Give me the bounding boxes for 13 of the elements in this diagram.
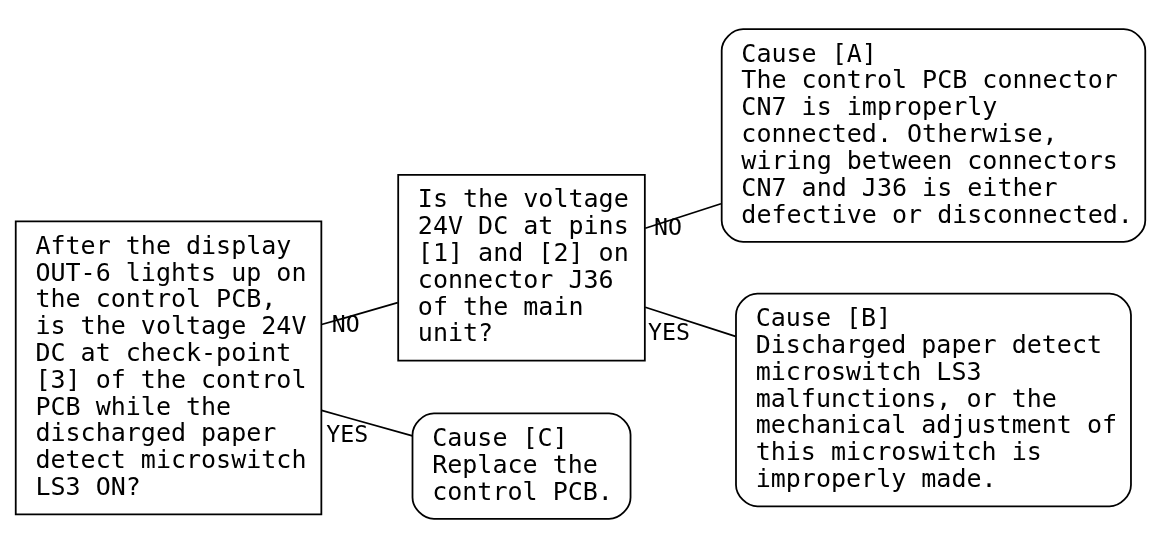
edge-label: YES [326, 419, 369, 447]
node-box: Is the voltage 24V DC at pins [1] and [2] on connector J36 of the main unit? [397, 173, 646, 362]
connector [644, 202, 722, 229]
edge-label: NO [654, 212, 683, 240]
connector [320, 301, 399, 325]
edge-label: NO [331, 309, 360, 337]
connector [320, 408, 414, 437]
node-box: After the display OUT-6 lights up on the control PCB, is the voltage 24V DC at check-point [3] of the control PCB while the discharged paper detect microswitch LS3 ON? [14, 219, 323, 515]
node-box: Cause [C] Replace the control PCB. [411, 412, 632, 520]
edge-label: YES [647, 317, 690, 345]
node-box: Cause [B] Discharged paper detect microswitch LS3 malfunctions, or the mechanical adjustment of this microswitch is improperly made. [735, 292, 1132, 507]
connector [644, 305, 737, 337]
node-box: Cause [A] The control PCB connector CN7 is improperly connected. Otherwise, wiring between connectors CN7 and J36 is either defective or disconnected. [720, 27, 1147, 243]
